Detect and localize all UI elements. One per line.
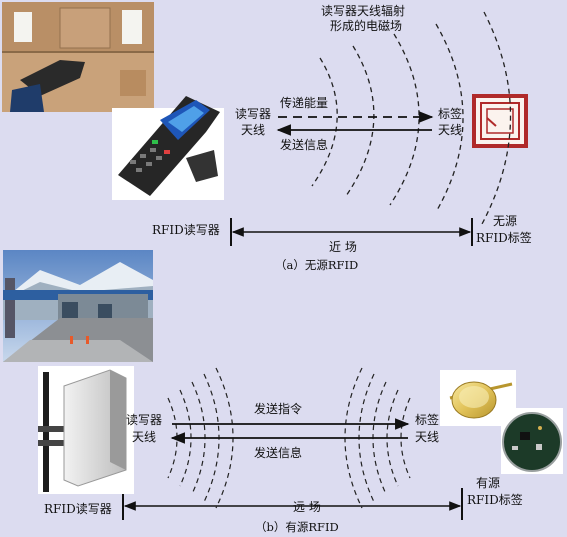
info-arrow-label-b: 发送信息 bbox=[254, 446, 303, 460]
reader-antenna-label-b-line1: 读写器 bbox=[126, 413, 163, 427]
warehouse-photo bbox=[2, 2, 154, 112]
passive-tag-label-line2: RFID标签 bbox=[476, 231, 532, 245]
active-tag-label-line2: RFID标签 bbox=[467, 493, 523, 507]
active-tag-label-line1: 有源 bbox=[476, 476, 501, 490]
active-tag-board-image bbox=[501, 408, 563, 474]
tag-antenna-label-b-line1: 标签 bbox=[415, 413, 440, 427]
reader-label-b: RFID读写器 bbox=[44, 502, 112, 516]
tag-antenna-label-a-line2: 天线 bbox=[438, 123, 463, 137]
far-field-label: 远 场 bbox=[293, 500, 321, 514]
tag-antenna-label-a-line1: 标签 bbox=[438, 107, 463, 121]
tag-antenna-label-b-line2: 天线 bbox=[415, 430, 440, 444]
toll-station-photo bbox=[3, 250, 153, 362]
fixed-reader-antenna-image bbox=[38, 366, 134, 494]
reader-antenna-label-a-line1: 读写器 bbox=[235, 107, 272, 121]
field-title-line2: 形成的电磁场 bbox=[330, 19, 403, 33]
caption-a: （a）无源RFID bbox=[275, 258, 359, 272]
passive-tag-image bbox=[472, 94, 528, 148]
caption-b: （b）有源RFID bbox=[255, 520, 339, 534]
field-arcs-a bbox=[311, 11, 512, 225]
info-arrow-label-a: 发送信息 bbox=[280, 138, 329, 152]
reader-antenna-label-b-line2: 天线 bbox=[132, 430, 157, 444]
passive-tag-label-line1: 无源 bbox=[493, 214, 518, 228]
handheld-reader-image bbox=[112, 96, 224, 200]
reader-label-a: RFID读写器 bbox=[152, 223, 220, 237]
reader-antenna-label-a-line2: 天线 bbox=[241, 123, 266, 137]
near-field-range bbox=[230, 218, 473, 246]
far-field-range bbox=[122, 488, 463, 520]
field-title-line1: 读写器天线辐射 bbox=[321, 4, 406, 18]
energy-arrow-label: 传递能量 bbox=[280, 96, 329, 110]
near-field-label: 近 场 bbox=[329, 240, 357, 254]
command-arrow-label: 发送指令 bbox=[254, 402, 303, 416]
